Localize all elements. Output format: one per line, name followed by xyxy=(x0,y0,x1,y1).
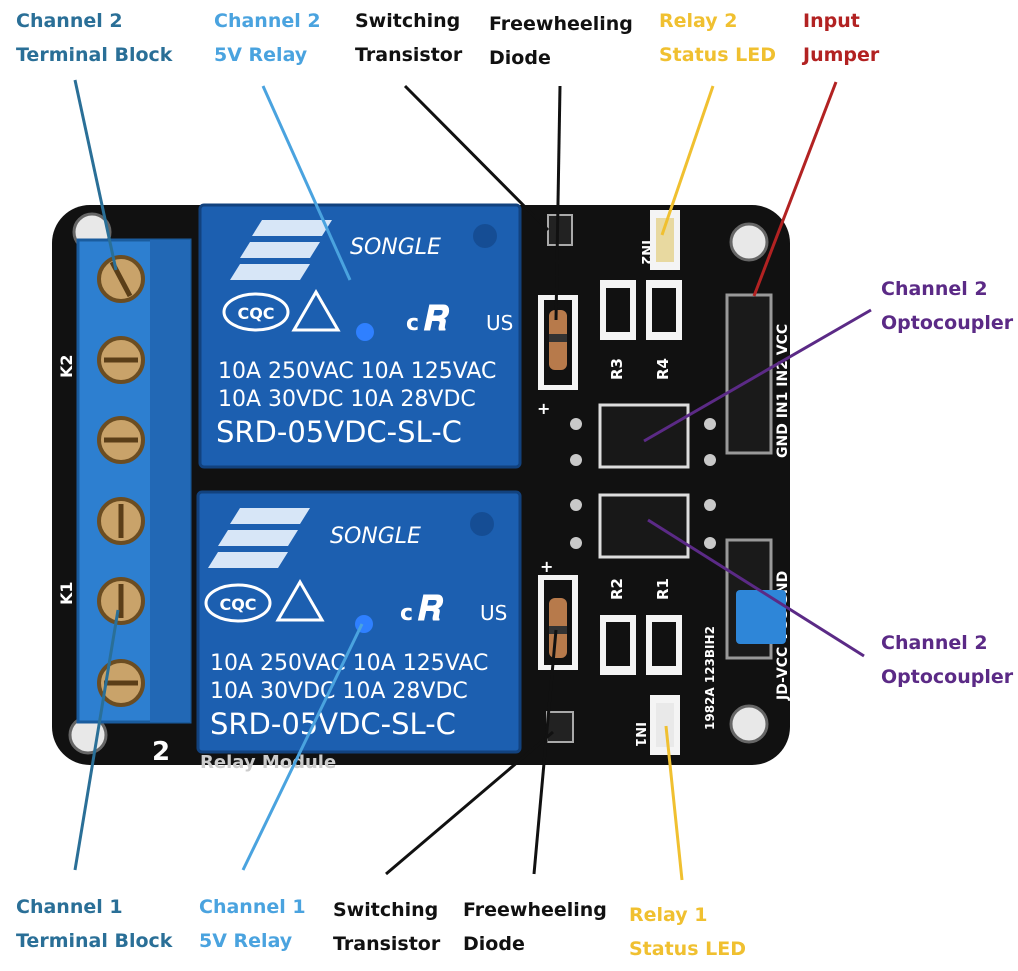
leader-ch2-relay xyxy=(261,85,352,281)
cqc-mark-icon xyxy=(204,583,272,623)
relay-1-rating-1: 10A 250VAC 10A 125VAC xyxy=(210,651,488,676)
leader-led1 xyxy=(664,725,684,881)
silk-in1: IN1 xyxy=(632,722,647,747)
input-jumper-cap xyxy=(736,590,786,644)
relay-2-rating-2: 10A 30VDC 10A 28VDC xyxy=(218,387,476,412)
warning-triangle-icon xyxy=(275,579,325,622)
mounting-hole xyxy=(729,704,769,744)
relay-2-ul: US xyxy=(486,311,513,335)
label-freewheeling-diode-top: Freewheeling Diode xyxy=(489,13,633,69)
silk-k2: K2 xyxy=(57,354,76,378)
status-led-relay-1 xyxy=(650,695,680,755)
relay-1-ul: US xyxy=(480,601,507,625)
label-channel-2-optocoupler-top: Channel 2 Optocoupler xyxy=(881,278,1014,334)
status-led-relay-2 xyxy=(650,210,680,270)
silk-in2: IN2 xyxy=(638,240,653,265)
leader-diode-top xyxy=(554,85,562,321)
silk-r2: R2 xyxy=(608,578,626,600)
relay-1-model: SRD-05VDC-SL-C xyxy=(210,707,456,741)
switching-transistor-channel-2 xyxy=(547,214,573,246)
leader-transistor-bottom xyxy=(385,730,554,876)
label-switching-transistor-bottom: Switching Transistor xyxy=(333,899,441,955)
relay-2-model: SRD-05VDC-SL-C xyxy=(216,415,462,449)
mounting-hole xyxy=(729,222,769,262)
ul-mark-icon: c xyxy=(400,601,413,626)
optocoupler-bottom xyxy=(598,493,690,559)
label-channel-2-relay: Channel 2 5V Relay xyxy=(214,10,321,66)
freewheeling-diode-channel-2 xyxy=(538,295,578,390)
leader-opto-bottom xyxy=(647,518,865,658)
songle-logo-icon xyxy=(230,220,332,280)
silk-part: 1982A 123BIH2 xyxy=(703,626,717,730)
relay-2-cert: CQC xyxy=(237,304,274,323)
label-switching-transistor-top: Switching Transistor xyxy=(355,10,463,66)
warning-triangle-icon xyxy=(291,289,341,332)
relay-1-rating-2: 10A 30VDC 10A 28VDC xyxy=(210,679,468,704)
leader-jumper xyxy=(752,81,838,297)
leader-transistor-top xyxy=(403,84,550,232)
leader-ch2-terminal xyxy=(73,79,118,271)
optocoupler-top xyxy=(598,403,690,469)
silk-header-top: GND IN1 IN2 VCC xyxy=(775,324,791,458)
songle-logo-icon xyxy=(208,508,310,568)
silk-r1: R1 xyxy=(654,578,672,600)
terminal-block xyxy=(76,238,192,724)
relay-2-rating-1: 10A 250VAC 10A 125VAC xyxy=(218,359,496,384)
leader-diode-bottom xyxy=(532,629,558,875)
cqc-mark-icon xyxy=(222,292,290,332)
switching-transistor-channel-1 xyxy=(546,711,574,743)
leader-ch1-relay xyxy=(241,623,364,871)
freewheeling-diode-channel-1 xyxy=(538,575,578,670)
leader-opto-top xyxy=(643,308,872,443)
ul-logo-icon: 𝑹 xyxy=(423,299,450,339)
relay-1-cert: CQC xyxy=(219,595,256,614)
silk-k1: K1 xyxy=(57,581,76,605)
input-pin-header xyxy=(725,293,773,455)
relay-1-brand: SONGLE xyxy=(330,524,421,549)
silk-plus-bottom: + xyxy=(540,557,553,576)
label-relay-1-status-led: Relay 1 Status LED xyxy=(629,904,746,960)
label-channel-2-optocoupler-bottom: Channel 2 Optocoupler xyxy=(881,632,1014,688)
label-channel-2-terminal-block: Channel 2 Terminal Block xyxy=(16,10,173,66)
leader-led2 xyxy=(660,85,715,236)
leader-ch1-terminal xyxy=(73,609,120,871)
label-input-jumper: Input Jumper xyxy=(803,10,880,66)
label-channel-1-terminal-block: Channel 1 Terminal Block xyxy=(16,896,173,952)
silk-plus-top: + xyxy=(537,399,550,418)
label-relay-2-status-led: Relay 2 Status LED xyxy=(659,10,776,66)
relay-2-brand: SONGLE xyxy=(350,235,441,260)
silk-module: Relay Module xyxy=(200,752,336,773)
silk-r4: R4 xyxy=(654,358,672,380)
label-freewheeling-diode-bottom: Freewheeling Diode xyxy=(463,899,607,955)
label-channel-1-relay: Channel 1 5V Relay xyxy=(199,896,306,952)
silk-r3: R3 xyxy=(608,358,626,380)
ul-logo-icon: 𝑹 xyxy=(417,589,444,629)
ul-mark-icon: c xyxy=(406,311,419,336)
silk-number: 2 xyxy=(152,737,170,767)
